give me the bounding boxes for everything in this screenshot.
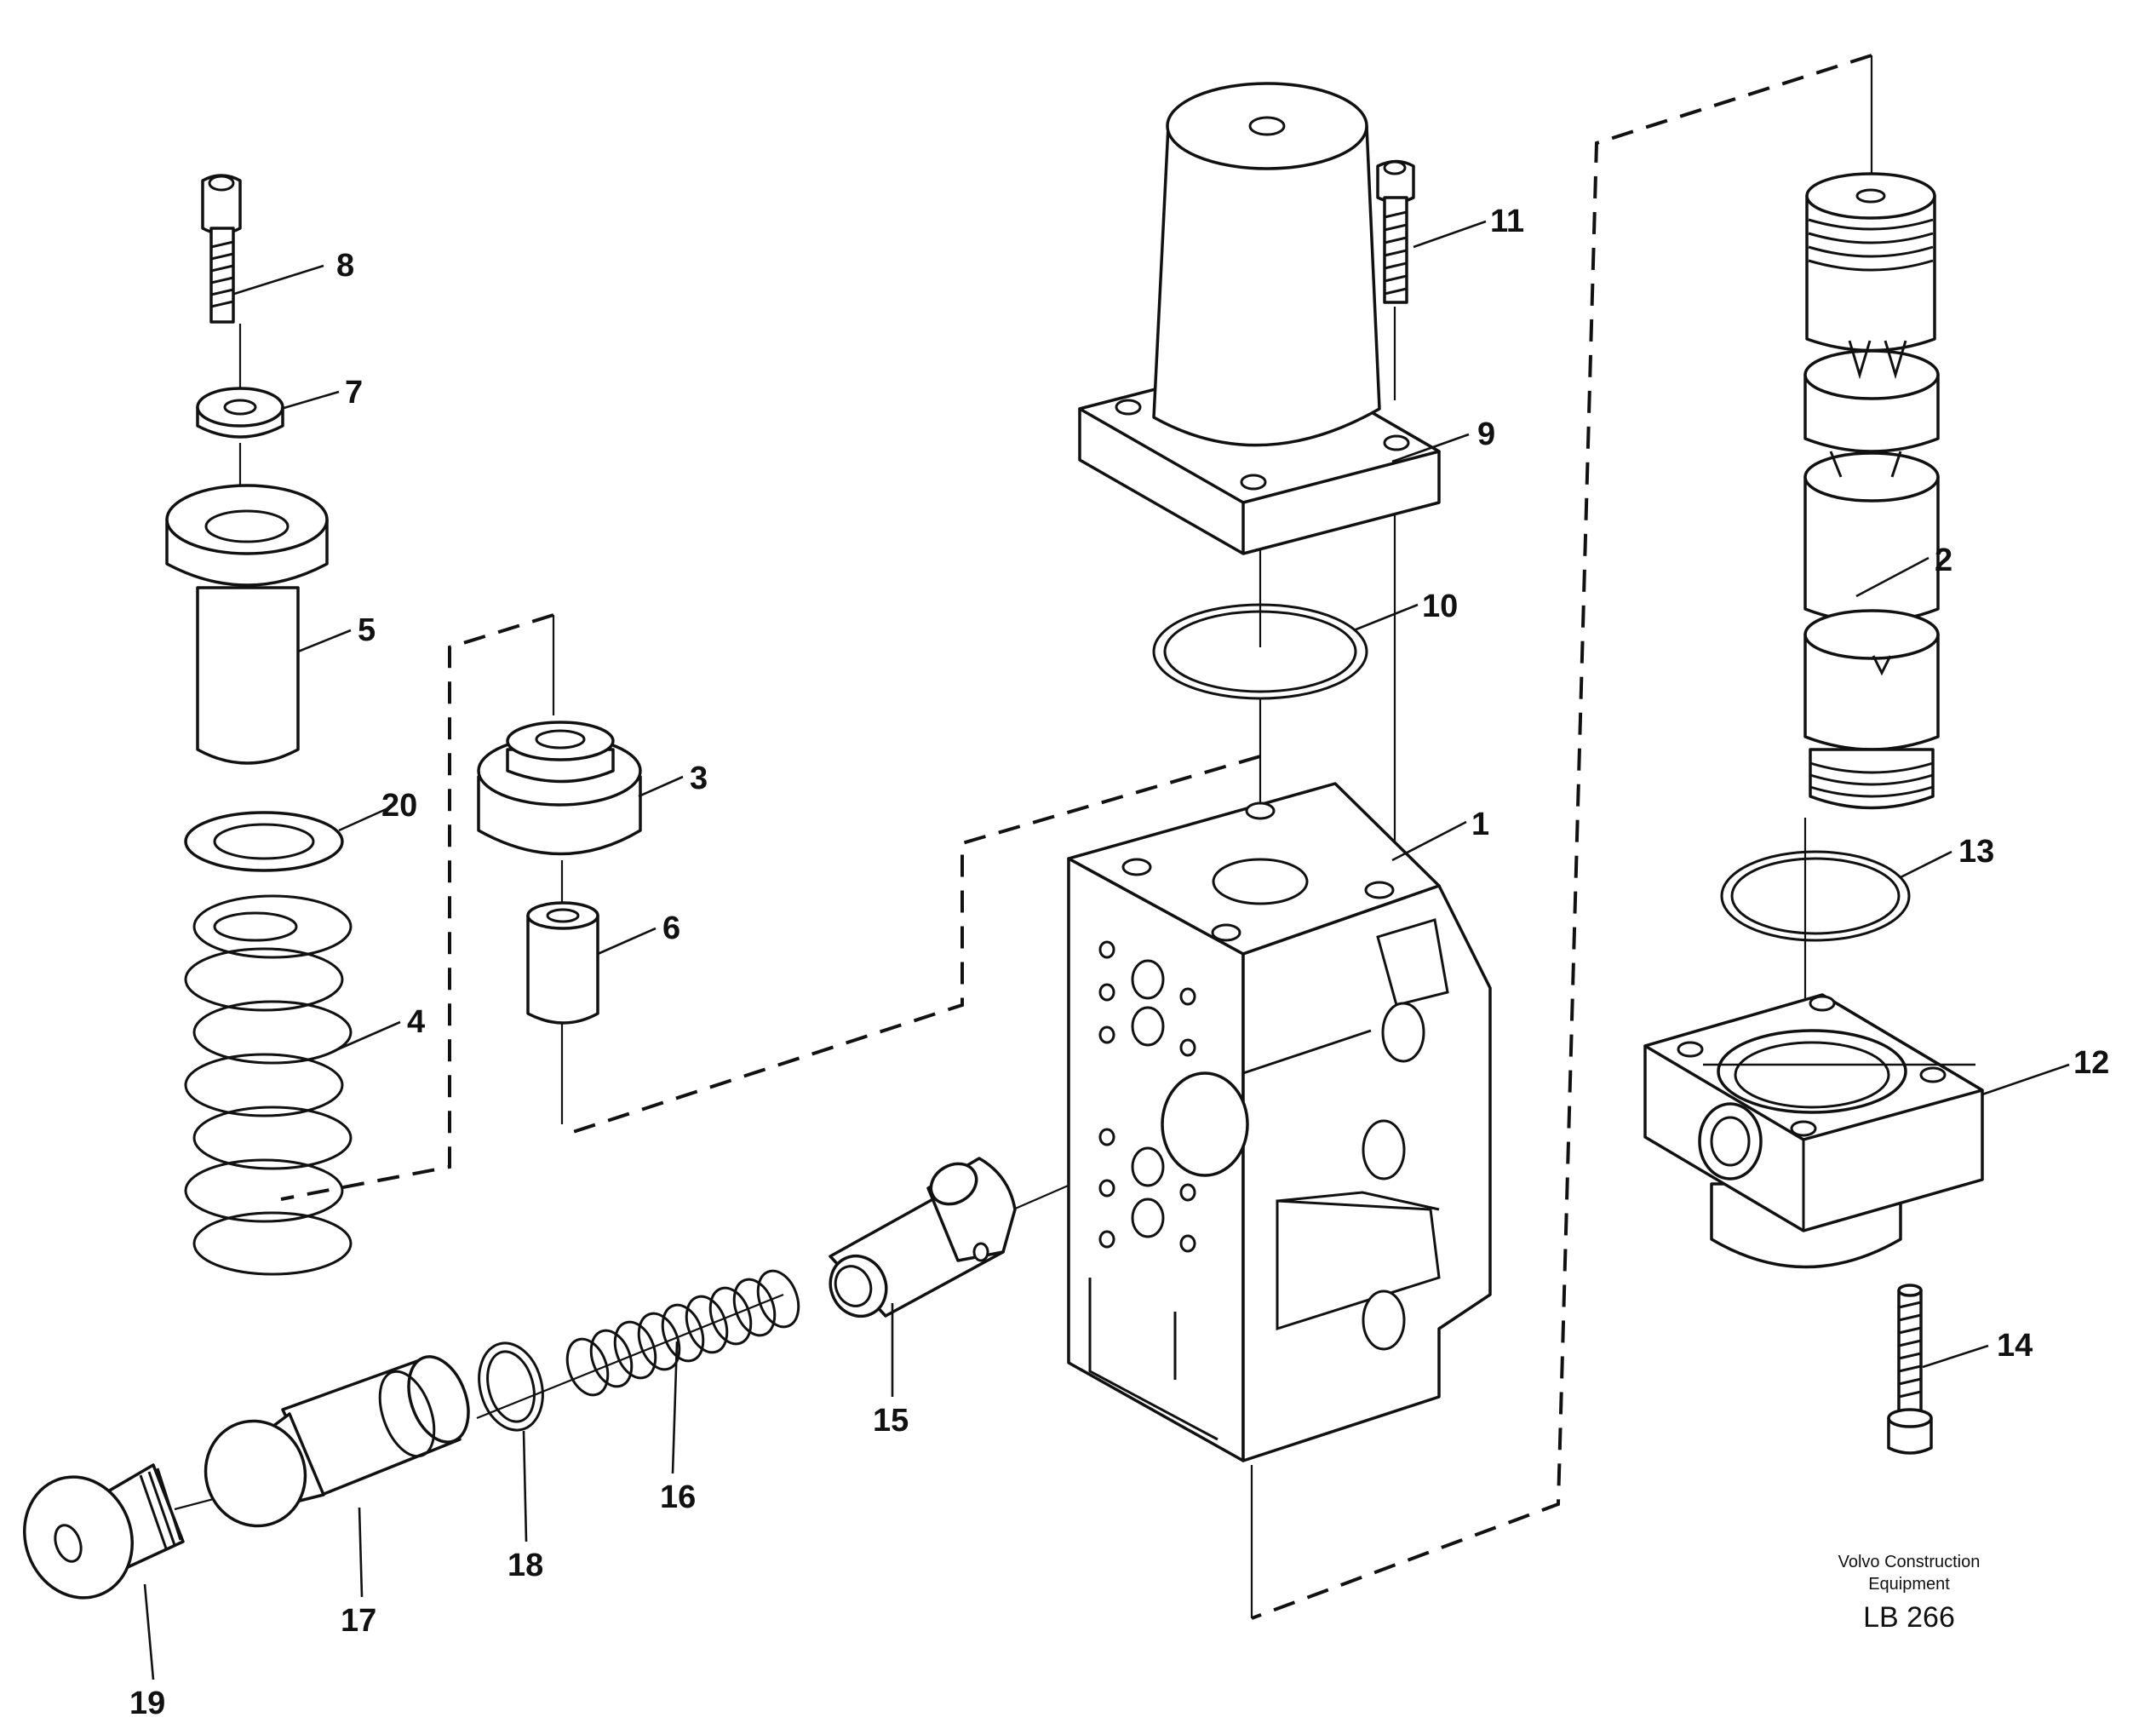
callout-10: 10 [1422,589,1458,624]
part-20-shim-ring [184,811,344,872]
part-15-piston [829,1157,1017,1318]
manufacturer-line-1: Volvo Construction [1838,1553,1981,1571]
part-13-o-ring [1720,850,1911,942]
manufacturer-line-2: Equipment [1868,1575,1950,1594]
part-11-screw [1376,159,1415,304]
part-1-valve-housing [1067,782,1492,1462]
callout-18: 18 [507,1548,543,1583]
callout-14: 14 [1997,1328,2033,1364]
callout-20: 20 [381,788,417,824]
part-5-sleeve [165,484,329,765]
callout-13: 13 [1958,834,1994,870]
part-3-piston-cap [477,721,642,856]
callout-3: 3 [690,761,708,796]
callout-2: 2 [1935,543,1952,578]
part-2-spool [1803,172,1940,810]
callout-9: 9 [1477,416,1495,452]
part-14-screw [1887,1284,1933,1455]
drawing-code: LB 266 [1863,1601,1955,1634]
callout-11: 11 [1490,204,1524,239]
part-4-spring [184,894,353,1276]
part-6-bushing [526,901,599,1025]
part-10-o-ring [1152,603,1368,700]
drawing-footer: Volvo Construction Equipment LB 266 [1838,1553,1981,1634]
callout-4: 4 [407,1004,425,1040]
callout-12: 12 [2073,1045,2109,1081]
callout-labels: 1 2 3 4 5 6 7 8 9 10 11 12 13 14 15 16 1… [129,204,2109,1721]
leader-lines [143,220,2070,1680]
assembly-path-lines [280,54,1872,1620]
part-19-plug [22,1463,185,1600]
callout-8: 8 [336,248,354,284]
callout-7: 7 [345,375,363,411]
part-12-end-cover [1643,993,1984,1269]
callout-1: 1 [1471,807,1489,842]
callout-6: 6 [662,910,680,946]
part-17-plunger [204,1355,470,1528]
part-16-spring [565,1269,800,1397]
callout-5: 5 [358,612,376,648]
part-8-cap-screw [201,174,242,324]
callout-16: 16 [660,1479,696,1515]
callout-15: 15 [873,1403,909,1439]
part-18-o-ring [478,1341,544,1432]
part-7-washer [196,387,284,439]
part-9-cover [1078,82,1441,555]
callout-17: 17 [341,1603,376,1639]
callout-19: 19 [129,1686,165,1721]
